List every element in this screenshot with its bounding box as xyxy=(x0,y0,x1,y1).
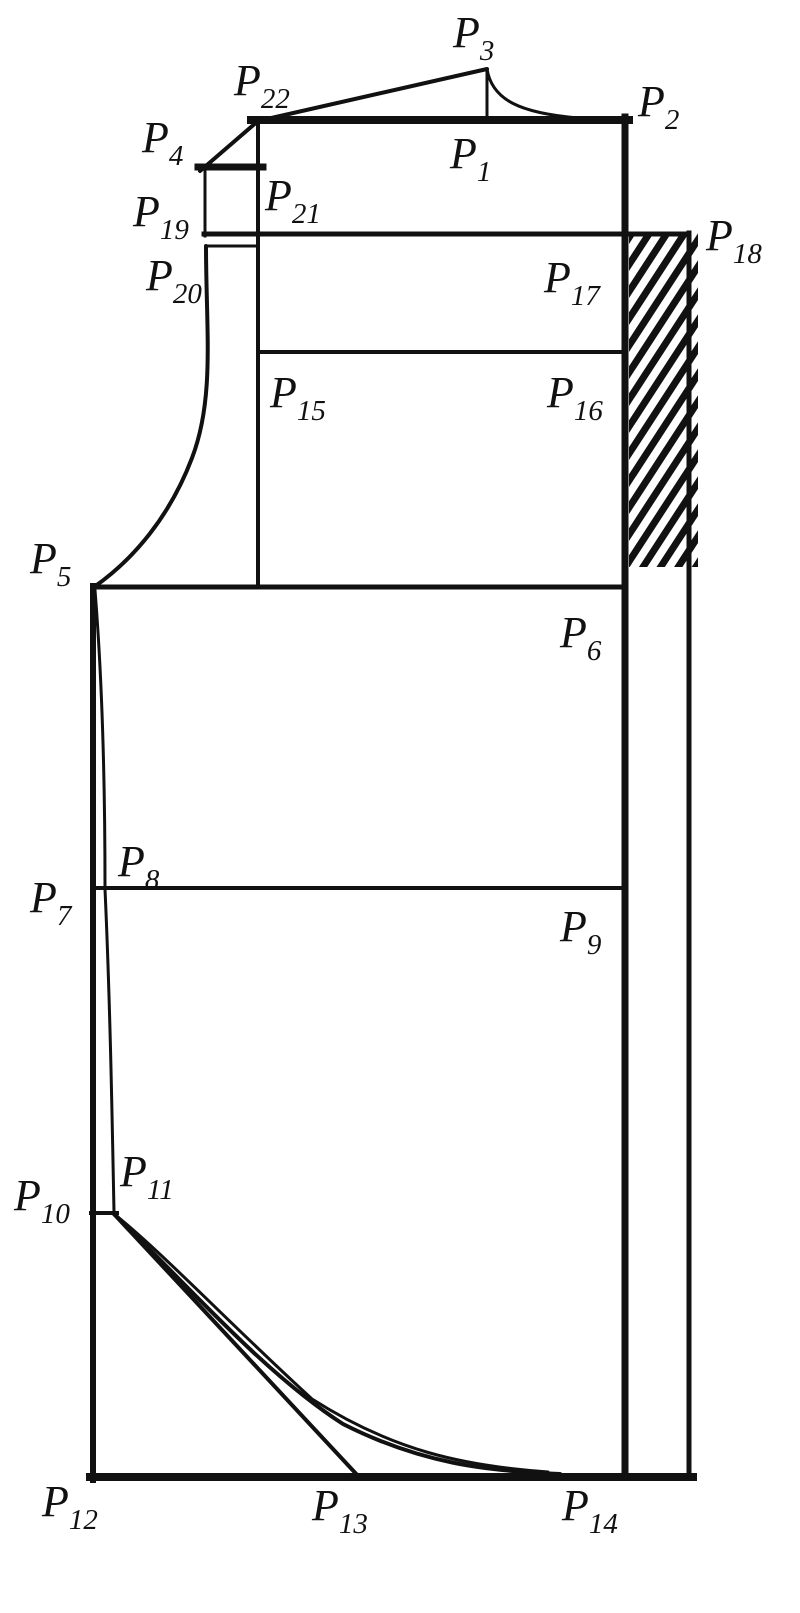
point-label-P5: P5 xyxy=(29,534,71,593)
hatch-stroke xyxy=(629,233,654,272)
point-label-P3: P3 xyxy=(452,8,494,67)
diagram-path-shoulder-line xyxy=(198,67,489,173)
point-label-P16: P16 xyxy=(546,368,603,427)
point-label-P4: P4 xyxy=(141,113,183,172)
point-label-P6: P6 xyxy=(559,608,602,667)
hatch-stroke xyxy=(629,233,672,299)
point-label-P2: P2 xyxy=(637,77,679,136)
diagram-path-armhole-curve xyxy=(92,244,210,589)
point-label-P12: P12 xyxy=(41,1477,98,1536)
diagram-path-hem-curve-a xyxy=(111,1211,562,1476)
diagram-path-neck-curve xyxy=(485,67,580,120)
point-label-P7: P7 xyxy=(29,873,73,932)
point-label-P13: P13 xyxy=(311,1481,368,1540)
point-label-P8: P8 xyxy=(117,837,160,896)
point-label-P10: P10 xyxy=(13,1171,70,1230)
point-label-P22: P22 xyxy=(233,56,290,115)
point-label-P18: P18 xyxy=(705,211,762,270)
point-label-P19: P19 xyxy=(132,187,189,246)
diagram-path-hem-curve-b xyxy=(111,1211,550,1474)
point-label-P17: P17 xyxy=(543,253,601,312)
point-label-P20: P20 xyxy=(145,251,202,310)
diagram-path-side-dart-lower xyxy=(103,887,116,1214)
point-label-P15: P15 xyxy=(269,368,326,427)
point-label-P14: P14 xyxy=(561,1481,618,1540)
point-label-P9: P9 xyxy=(559,902,602,961)
diagram-path-hem-straight xyxy=(112,1212,362,1480)
diagram-path-side-dart-upper xyxy=(93,588,107,889)
hatch-stroke xyxy=(629,233,689,326)
point-label-P21: P21 xyxy=(264,171,321,230)
point-label-P11: P11 xyxy=(119,1147,174,1206)
point-label-P1: P1 xyxy=(449,129,491,188)
